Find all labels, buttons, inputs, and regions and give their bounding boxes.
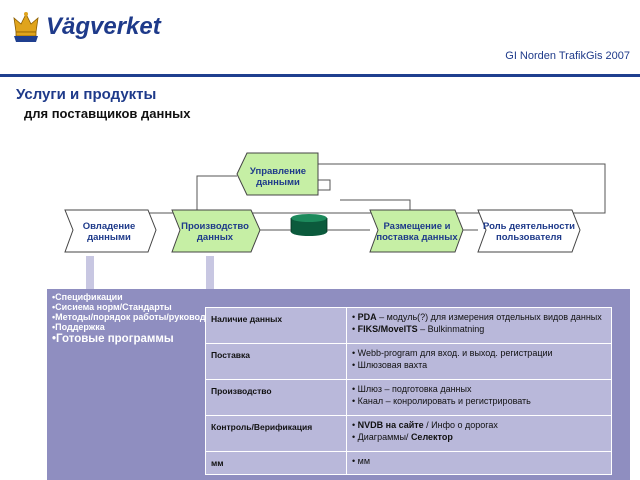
row-label: мм: [205, 450, 347, 476]
list-item-text: / Инфо о дорогах: [423, 419, 498, 430]
row-items: PDA – модуль(?) для измерения отдельных …: [346, 307, 612, 344]
list-item: FIKS/MovelTS – Bulkinmatning: [352, 323, 606, 335]
table-row: мм мм: [205, 450, 612, 476]
list-item: Шлюз – подготовка данных: [352, 383, 606, 395]
list-item-text: – модуль(?) для измерения отдельных видо…: [376, 312, 602, 322]
row-label: Контроль/Верификация: [205, 414, 347, 452]
table-row: Поставка Webb-program для вход. и выход.…: [205, 342, 612, 380]
header-divider: [0, 74, 640, 77]
logo-text: Vägverket: [46, 13, 162, 40]
row-label: Производство: [205, 378, 347, 416]
bullet-list: •Спецификации •Сисиема норм/Стандарты •М…: [52, 292, 252, 347]
table-row: Производство Шлюз – подготовка данных Ка…: [205, 378, 612, 416]
bullet-item: •Спецификации: [52, 292, 123, 302]
bullet-item: •Методы/порядок работы/руководства: [52, 312, 226, 322]
list-item: Канал – конролировать и регистрировать: [352, 395, 606, 407]
feedback-lines: [67, 163, 606, 216]
list-item-text: – Bulkinmatning: [417, 324, 485, 334]
list-item: мм: [352, 455, 606, 467]
database-icon: [290, 214, 328, 236]
page-header: Vägverket GI Norden TrafikGis 2007: [0, 0, 640, 78]
list-item-bold: NVDB на сайте: [357, 419, 424, 430]
bullet-item: •Поддержка: [52, 322, 105, 332]
list-item-bold: FIKS/MovelTS: [357, 324, 418, 334]
list-item: Webb-program для вход. и выход. регистра…: [352, 347, 606, 359]
chevron-label-acquisition-2: данными: [87, 232, 131, 243]
list-item-bold: PDA: [357, 312, 377, 322]
crown-icon: [13, 12, 39, 42]
page-title: Услуги и продукты: [16, 86, 157, 103]
row-items: NVDB на сайте / Инфо о дорогах Диаграммы…: [346, 414, 612, 452]
row-items: Webb-program для вход. и выход. регистра…: [346, 342, 612, 380]
row-label: Поставка: [205, 342, 347, 380]
page-subtitle: для поставщиков данных: [24, 106, 191, 121]
list-item: PDA – модуль(?) для измерения отдельных …: [352, 311, 606, 323]
products-table: Наличие данных PDA – модуль(?) для измер…: [205, 307, 612, 476]
row-items: Шлюз – подготовка данных Канал – конроли…: [346, 378, 612, 416]
table-row: Наличие данных PDA – модуль(?) для измер…: [205, 307, 612, 344]
chevron-label-acquisition-1: Овладение: [83, 221, 136, 232]
list-item-text: Диаграммы/: [357, 431, 411, 442]
connector-post-right: [206, 256, 214, 290]
connector-post-left: [86, 256, 94, 290]
list-item: NVDB на сайте / Инфо о дорогах: [352, 419, 606, 431]
list-item: Диаграммы/ Селектор: [352, 431, 606, 443]
bullet-item: •Сисиема норм/Стандарты: [52, 302, 172, 312]
bullet-item-highlight: •Готовые программы: [52, 333, 174, 345]
row-items: мм: [346, 450, 612, 476]
vagverket-logo: Vägverket: [10, 6, 170, 46]
list-item: Шлюзовая вахта: [352, 359, 606, 371]
conference-label: GI Norden TrafikGis 2007: [505, 50, 630, 62]
list-item-bold: Селектор: [410, 431, 453, 442]
row-label: Наличие данных: [205, 307, 347, 344]
table-row: Контроль/Верификация NVDB на сайте / Инф…: [205, 414, 612, 452]
